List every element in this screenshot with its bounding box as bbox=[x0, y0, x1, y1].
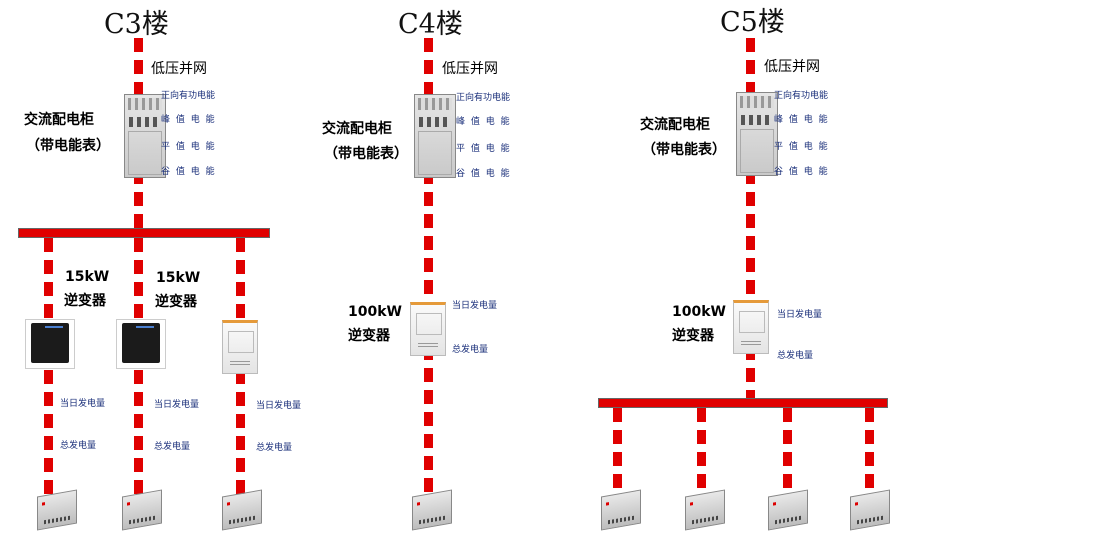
c5-branch-2-line bbox=[697, 408, 706, 496]
c4-meter-valley: 谷 值 电 能 bbox=[456, 169, 512, 179]
c3-building-title: C3楼 bbox=[104, 9, 169, 40]
c3-meter-forward: 正向有功电能 bbox=[161, 91, 216, 101]
c5-inverter-label: 100kW 逆变器 bbox=[672, 300, 726, 348]
c3-branch-2-daily: 当日发电量 bbox=[154, 400, 200, 410]
c3-inverter-2-type: 逆变器 bbox=[155, 294, 197, 310]
c5-daily-energy: 当日发电量 bbox=[777, 310, 823, 320]
c4-cabinet-sublabel: （带电能表） bbox=[324, 146, 408, 162]
c5-branch-3-line bbox=[783, 408, 792, 496]
c5-pv-box-2-icon bbox=[685, 489, 725, 531]
c3-branch-1-daily: 当日发电量 bbox=[60, 399, 106, 409]
c3-inverter-1-label: 15kW 逆变器 bbox=[64, 265, 109, 313]
c5-pv-box-1-icon bbox=[601, 489, 641, 531]
c4-grid-label: 低压并网 bbox=[442, 61, 498, 77]
c4-inverter-type: 逆变器 bbox=[348, 328, 390, 344]
c5-total-energy: 总发电量 bbox=[777, 351, 814, 361]
c3-inverter-3-icon bbox=[222, 320, 258, 374]
c3-inverter-1-type: 逆变器 bbox=[64, 293, 106, 309]
c3-grid-label: 低压并网 bbox=[151, 61, 207, 77]
c5-branch-4-line bbox=[865, 408, 874, 496]
c4-meter-peak: 峰 值 电 能 bbox=[456, 117, 512, 127]
c3-branch-2-total: 总发电量 bbox=[154, 442, 191, 452]
c5-main-line bbox=[746, 38, 755, 400]
c3-cabinet-sublabel: （带电能表） bbox=[26, 138, 110, 154]
c4-daily-energy: 当日发电量 bbox=[452, 301, 498, 311]
c5-pv-box-4-icon bbox=[850, 489, 890, 531]
c5-meter-valley: 谷 值 电 能 bbox=[774, 167, 830, 177]
c5-inverter-type: 逆变器 bbox=[672, 328, 714, 344]
c3-pv-box-1-icon bbox=[37, 489, 77, 531]
c3-ac-bus bbox=[18, 228, 270, 238]
c5-ac-cabinet-icon bbox=[736, 92, 778, 176]
c5-dc-bus bbox=[598, 398, 888, 408]
c4-main-line bbox=[424, 38, 433, 496]
c3-inverter-2-power: 15kW bbox=[156, 270, 201, 286]
c5-meter-forward: 正向有功电能 bbox=[774, 91, 829, 101]
c5-branch-1-line bbox=[613, 408, 622, 496]
c4-meter-forward: 正向有功电能 bbox=[456, 93, 511, 103]
c4-inverter-label: 100kW 逆变器 bbox=[348, 300, 402, 348]
c4-cabinet-label: 交流配电柜 bbox=[322, 121, 392, 137]
c3-meter-flat: 平 值 电 能 bbox=[161, 142, 217, 152]
c5-meter-peak: 峰 值 电 能 bbox=[774, 115, 830, 125]
c4-ac-cabinet-icon bbox=[414, 94, 456, 178]
c3-meter-peak: 峰 值 电 能 bbox=[161, 115, 217, 125]
c3-branch-3-total: 总发电量 bbox=[256, 443, 293, 453]
c3-branch-3-daily: 当日发电量 bbox=[256, 401, 302, 411]
c5-central-inverter-icon bbox=[733, 300, 769, 354]
c5-inverter-power: 100kW bbox=[672, 304, 726, 320]
c3-meter-valley: 谷 值 电 能 bbox=[161, 167, 217, 177]
c3-inverter-2-label: 15kW 逆变器 bbox=[155, 266, 200, 314]
c5-grid-label: 低压并网 bbox=[764, 59, 820, 75]
c4-meter-flat: 平 值 电 能 bbox=[456, 144, 512, 154]
c3-pv-box-3-icon bbox=[222, 489, 262, 531]
c3-branch-1-total: 总发电量 bbox=[60, 441, 97, 451]
c4-inverter-power: 100kW bbox=[348, 304, 402, 320]
c5-cabinet-sublabel: （带电能表） bbox=[642, 142, 726, 158]
c3-string-inverter-2-icon bbox=[116, 319, 166, 369]
c3-pv-box-2-icon bbox=[122, 489, 162, 531]
c5-building-title: C5楼 bbox=[720, 7, 785, 38]
c5-cabinet-label: 交流配电柜 bbox=[640, 117, 710, 133]
c4-building-title: C4楼 bbox=[398, 9, 463, 40]
c4-central-inverter-icon bbox=[410, 302, 446, 356]
c3-cabinet-label: 交流配电柜 bbox=[24, 112, 94, 128]
c5-pv-box-3-icon bbox=[768, 489, 808, 531]
c4-total-energy: 总发电量 bbox=[452, 345, 489, 355]
c3-string-inverter-1-icon bbox=[25, 319, 75, 369]
c3-inverter-1-power: 15kW bbox=[65, 269, 110, 285]
c5-meter-flat: 平 值 电 能 bbox=[774, 142, 830, 152]
c4-pv-box-icon bbox=[412, 489, 452, 531]
c3-ac-cabinet-icon bbox=[124, 94, 166, 178]
